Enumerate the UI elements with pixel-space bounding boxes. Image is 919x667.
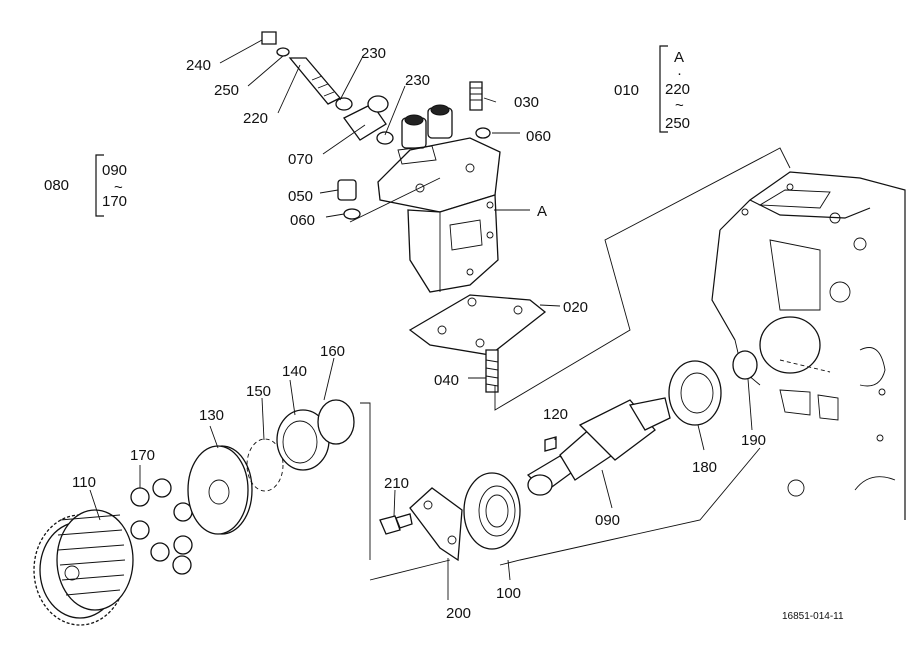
callout-210: 210 xyxy=(384,475,409,492)
engine-block xyxy=(711,171,906,520)
group-sep: ~ xyxy=(114,179,123,196)
callout-180: 180 xyxy=(692,459,717,476)
callout-250: 250 xyxy=(214,82,239,99)
callout-040: 040 xyxy=(434,372,459,389)
bearing-flange xyxy=(379,487,463,562)
callout-150: 150 xyxy=(246,383,271,400)
callouts: 240 250 220 230 230 030 060 070 050 060 … xyxy=(72,45,766,622)
group-sep: ~ xyxy=(675,97,684,114)
leader-lines xyxy=(89,39,753,600)
callout-200: 200 xyxy=(446,605,471,622)
pump-gasket xyxy=(408,294,547,356)
group-sep: · xyxy=(677,65,682,82)
callout-160: 160 xyxy=(320,343,345,360)
callout-240: 240 xyxy=(186,57,211,74)
callout-110: 110 xyxy=(72,474,96,491)
group-item: A xyxy=(674,49,684,66)
callout-030: 030 xyxy=(514,94,539,111)
callout-060: 060 xyxy=(290,212,315,229)
thrust-bearing xyxy=(276,409,330,471)
callout-090: 090 xyxy=(595,512,620,529)
camshaft xyxy=(526,397,671,496)
callout-220: 220 xyxy=(243,110,268,127)
group-code: 080 xyxy=(44,177,69,194)
callout-100: 100 xyxy=(496,585,521,602)
circlip xyxy=(317,399,355,445)
callout-190: 190 xyxy=(741,432,766,449)
callout-120: 120 xyxy=(543,406,568,423)
group-080: 080 090 ~ 170 xyxy=(44,154,127,217)
callout-050: 050 xyxy=(288,188,313,205)
group-item: 090 xyxy=(102,162,127,179)
pump-small-parts xyxy=(261,31,491,220)
gear xyxy=(33,509,134,626)
steel-balls xyxy=(130,478,193,575)
group-item: 250 xyxy=(665,115,690,132)
callout-020: 020 xyxy=(563,299,588,316)
group-code: 010 xyxy=(614,82,639,99)
callout-230: 230 xyxy=(405,72,430,89)
callout-170: 170 xyxy=(130,447,155,464)
plate xyxy=(187,445,253,535)
callout-230: 230 xyxy=(361,45,386,62)
callout-A: A xyxy=(537,203,547,220)
callout-070: 070 xyxy=(288,151,313,168)
diagram-id: 16851-014-11 xyxy=(782,611,844,622)
group-item: 220 xyxy=(665,81,690,98)
group-item: 170 xyxy=(102,193,127,210)
camshaft-bearing xyxy=(668,360,722,426)
ball-bearing xyxy=(463,472,521,550)
callout-060: 060 xyxy=(526,128,551,145)
ball-ring xyxy=(246,438,284,492)
callout-130: 130 xyxy=(199,407,224,424)
group-010: 010 A · 220 ~ 250 xyxy=(614,45,690,133)
callout-140: 140 xyxy=(282,363,307,380)
retaining-ring xyxy=(732,350,758,380)
